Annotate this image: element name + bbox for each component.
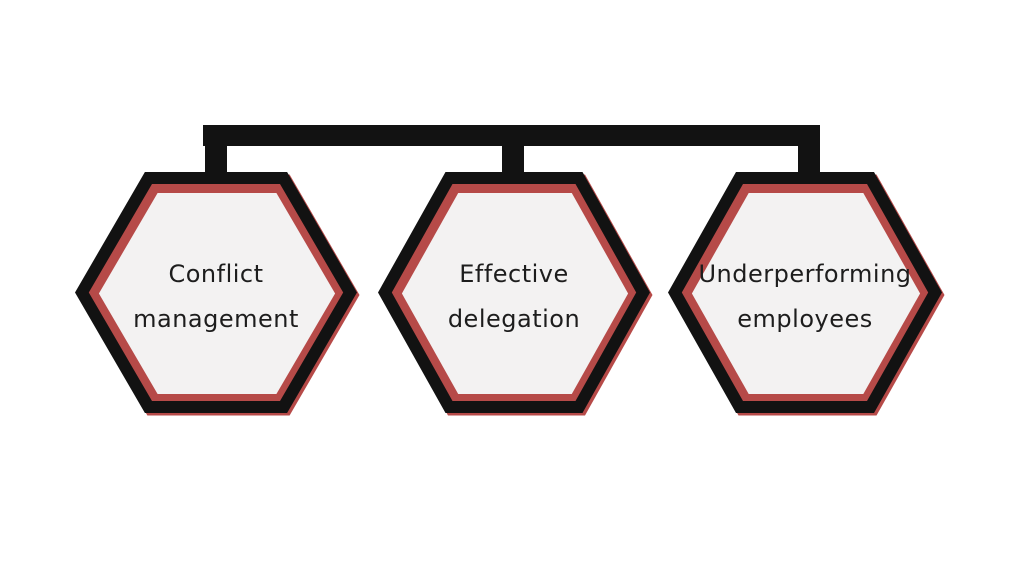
hexagon-fill <box>401 193 629 394</box>
hexagon-effective-delegation: Effective delegation <box>378 172 653 416</box>
hexagon-fill <box>691 193 921 394</box>
hexagon-shape <box>75 172 360 416</box>
hexagon-conflict-management: Conflict management <box>75 172 360 416</box>
hexagon-fill <box>98 193 336 394</box>
hexagon-shape <box>668 172 945 416</box>
hexagon-shape <box>378 172 653 416</box>
connector-stub-left <box>205 125 227 183</box>
hexagon-underperforming-employees: Underperforming employees <box>668 172 945 416</box>
connector-stub-middle <box>502 125 524 183</box>
connector-stub-right <box>798 125 820 183</box>
